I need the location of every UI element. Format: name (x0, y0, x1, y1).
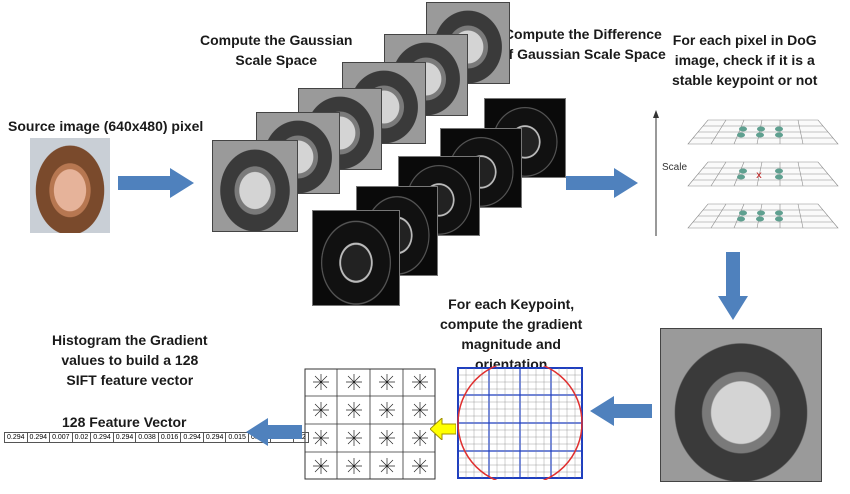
keypoints-top (737, 126, 783, 138)
scale-axis-arrowhead (653, 110, 659, 118)
orientation-histogram-grid (304, 368, 436, 480)
scale-space-grids: x (653, 110, 839, 236)
arrow-histogram-to-vector (246, 418, 302, 446)
keypoints-bottom (737, 210, 783, 222)
source-image-label: Source image (640x480) pixel (8, 118, 204, 134)
keypoint-check-label: For each pixel in DoG image, check if it… (672, 32, 818, 88)
arrow-dog-to-keypoint (566, 168, 638, 198)
feature-vector-cell: 0.294 (112, 432, 137, 443)
dog-label: Compute the Difference of Gaussian Scale… (500, 26, 666, 62)
arrow-photo-to-gradient (590, 396, 652, 426)
feature-vector-cell: 0.294 (4, 432, 28, 443)
arrow-down-to-photo (718, 252, 748, 320)
histogram-label: Histogram the Gradient values to build a… (52, 332, 208, 388)
feature-vector-cell: 0.294 (202, 432, 227, 443)
feature-vector-cell: 0.02 (71, 432, 92, 443)
feature-vector-cell: 0.294 (26, 432, 51, 443)
arrow-yellow (430, 418, 456, 440)
keypoints-middle (737, 168, 783, 180)
feature-vector-cell: 0.016 (157, 432, 182, 443)
feature-vector-cell: 0.038 (135, 432, 159, 443)
gaussian-label: Compute the Gaussian Scale Space (200, 32, 353, 68)
feature-vector-cell: 0.294 (90, 432, 114, 443)
feature-vector-cell: 0.294 (180, 432, 204, 443)
grid-bottom (687, 203, 839, 229)
dog-image-5 (312, 210, 400, 306)
arrow-source-to-gaussian (118, 168, 194, 198)
keypoint-photo (660, 328, 822, 482)
gaussian-image-6 (212, 140, 298, 232)
grid-middle (687, 161, 839, 187)
scale-axis-label: Scale (662, 162, 688, 173)
gradient-label: For each Keypoint, compute the gradient … (440, 296, 583, 372)
feature-vector-label: 128 Feature Vector (62, 414, 187, 430)
grid-top (687, 119, 839, 145)
keypoint-region-circle (457, 366, 583, 480)
source-photo (30, 138, 110, 233)
feature-vector-cell: 0.007 (49, 432, 73, 443)
gradient-grid (457, 366, 583, 480)
center-keypoint-marker: x (756, 170, 762, 181)
